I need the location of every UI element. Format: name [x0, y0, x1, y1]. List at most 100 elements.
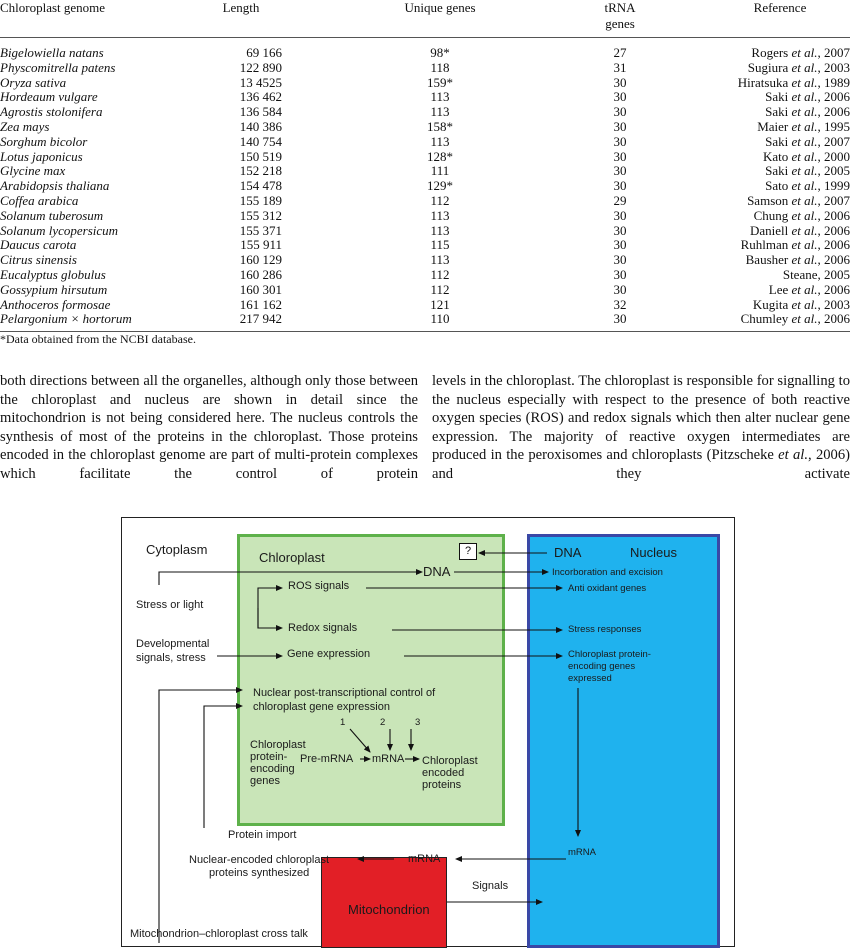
label-nucleus-dna: DNA	[554, 545, 582, 560]
cell-trna-genes: 32	[613, 296, 627, 312]
label-cp-protein-1: Chloroplast protein-	[568, 649, 651, 660]
table-footnote: *Data obtained from the NCBI database.	[0, 332, 196, 346]
cell-reference: Daniell et al., 2006	[749, 222, 850, 238]
table-header-row: Chloroplast genome Length Unique genes t…	[0, 0, 850, 38]
cell-reference: Lee et al., 2006	[768, 281, 850, 297]
question-box: ?	[459, 543, 477, 560]
label-nuclear-encoded-2: proteins synthesized	[209, 867, 310, 879]
label-cp-genes-2: protein-	[250, 751, 288, 763]
cell-reference: Ruhlman et al., 2006	[740, 237, 850, 253]
label-encoded-3: proteins	[422, 779, 462, 791]
cell-reference: Sugiura et al., 2003	[747, 59, 850, 75]
cell-unique-genes: 129*	[427, 178, 453, 194]
cell-genome-name: Solanum lycopersicum	[0, 222, 119, 238]
body-text-right-column: levels in the chloroplast. The chloropla…	[432, 373, 850, 482]
arrow-step-1	[349, 728, 371, 753]
cell-unique-genes: 112	[430, 266, 450, 282]
cell-genome-name: Bigelowiella natans	[0, 45, 104, 60]
cell-unique-genes: 113	[430, 104, 450, 120]
cell-trna-genes: 30	[613, 118, 627, 134]
cell-reference: Sato et al., 1999	[765, 178, 850, 194]
label-nuclear-encoded-1: Nuclear-encoded chloroplast	[189, 854, 330, 866]
label-stress-responses: Stress responses	[568, 624, 642, 635]
label-cytoplasm: Cytoplasm	[146, 542, 208, 557]
cell-trna-genes: 30	[613, 266, 627, 282]
label-pre-mrna: Pre-mRNA	[300, 753, 354, 765]
cell-unique-genes: 128*	[427, 148, 453, 164]
cell-reference: Hiratsuka et al., 1989	[737, 74, 850, 90]
label-mitochondrion: Mitochondrion	[348, 902, 430, 917]
cell-genome-name: Lotus japonicus	[0, 148, 83, 164]
cell-genome-length: 69 166	[246, 45, 282, 60]
cell-unique-genes: 118	[430, 59, 450, 75]
arrow-stress-to-dna	[158, 569, 423, 585]
cell-genome-name: Glycine max	[0, 163, 66, 179]
header-length: Length	[222, 0, 260, 15]
cell-genome-name: Physcomitrella patens	[0, 59, 116, 75]
arrow-bracket-redox	[257, 608, 283, 631]
cell-genome-name: Anthoceros formosae	[0, 296, 111, 312]
cell-genome-name: Citrus sinensis	[0, 252, 77, 268]
label-nucleus: Nucleus	[630, 545, 677, 560]
cell-reference: Bausher et al., 2006	[745, 252, 850, 268]
cell-genome-length: 155 911	[240, 237, 282, 253]
cell-reference: Kato et al., 2000	[762, 148, 850, 164]
label-cp-genes-3: encoding	[250, 763, 295, 775]
cell-reference: Chung et al., 2006	[753, 207, 850, 223]
cell-genome-length: 155 189	[239, 192, 282, 208]
cell-unique-genes: 113	[430, 133, 450, 149]
chloroplast-compartment	[237, 534, 505, 826]
organelle-signalling-figure: Cytoplasm Chloroplast ? DNA Nucleus DNA …	[121, 517, 735, 948]
label-redox: Redox signals	[288, 622, 358, 634]
cell-unique-genes: 113	[430, 252, 450, 268]
cell-trna-genes: 31	[613, 59, 627, 75]
label-ros: ROS signals	[288, 580, 350, 592]
cell-genome-name: Solanum tuberosum	[0, 207, 104, 223]
label-step-3: 3	[415, 717, 421, 728]
cell-genome-length: 152 218	[239, 163, 282, 179]
cell-genome-length: 155 371	[239, 222, 282, 238]
cell-genome-name: Gossypium hirsutum	[0, 281, 108, 297]
label-encoded-1: Chloroplast	[422, 755, 478, 767]
label-inner-mrna: mRNA	[372, 753, 405, 765]
cell-unique-genes: 121	[430, 296, 450, 312]
cell-unique-genes: 159*	[427, 74, 453, 90]
label-developmental: Developmental	[136, 638, 210, 650]
label-nuclear-control-1: Nuclear post-transcriptional control of	[253, 687, 436, 699]
cell-trna-genes: 29	[613, 192, 627, 208]
label-cytoplasm-mrna: mRNA	[408, 853, 441, 865]
cell-trna-genes: 30	[613, 207, 627, 223]
cell-genome-length: 217 942	[239, 311, 282, 327]
cell-unique-genes: 112	[430, 192, 450, 208]
cell-unique-genes: 111	[430, 163, 450, 179]
cell-reference: Saki et al., 2005	[765, 163, 850, 179]
cell-trna-genes: 30	[613, 178, 627, 194]
cell-genome-name: Sorghum bicolor	[0, 133, 88, 149]
cell-trna-genes: 30	[613, 311, 627, 327]
cell-genome-length: 136 584	[239, 104, 282, 120]
label-chloroplast: Chloroplast	[259, 550, 325, 565]
body-text-left-column: both directions between all the organell…	[0, 373, 418, 482]
cell-genome-length: 122 890	[239, 59, 282, 75]
cell-trna-genes: 27	[613, 45, 627, 60]
cell-reference: Saki et al., 2007	[765, 133, 850, 149]
table-row: Physcomitrella patens 122 890 118 31 Sugiura…	[0, 59, 850, 76]
label-cp-genes-1: Chloroplast	[250, 739, 306, 751]
cell-genome-length: 13 4525	[239, 74, 282, 90]
cell-unique-genes: 113	[430, 222, 450, 238]
cell-genome-name: Zea mays	[0, 118, 50, 134]
cell-genome-length: 140 754	[239, 133, 282, 149]
cell-reference: Kugita et al., 2003	[752, 296, 850, 312]
arrow-bracket-ros	[257, 585, 283, 629]
